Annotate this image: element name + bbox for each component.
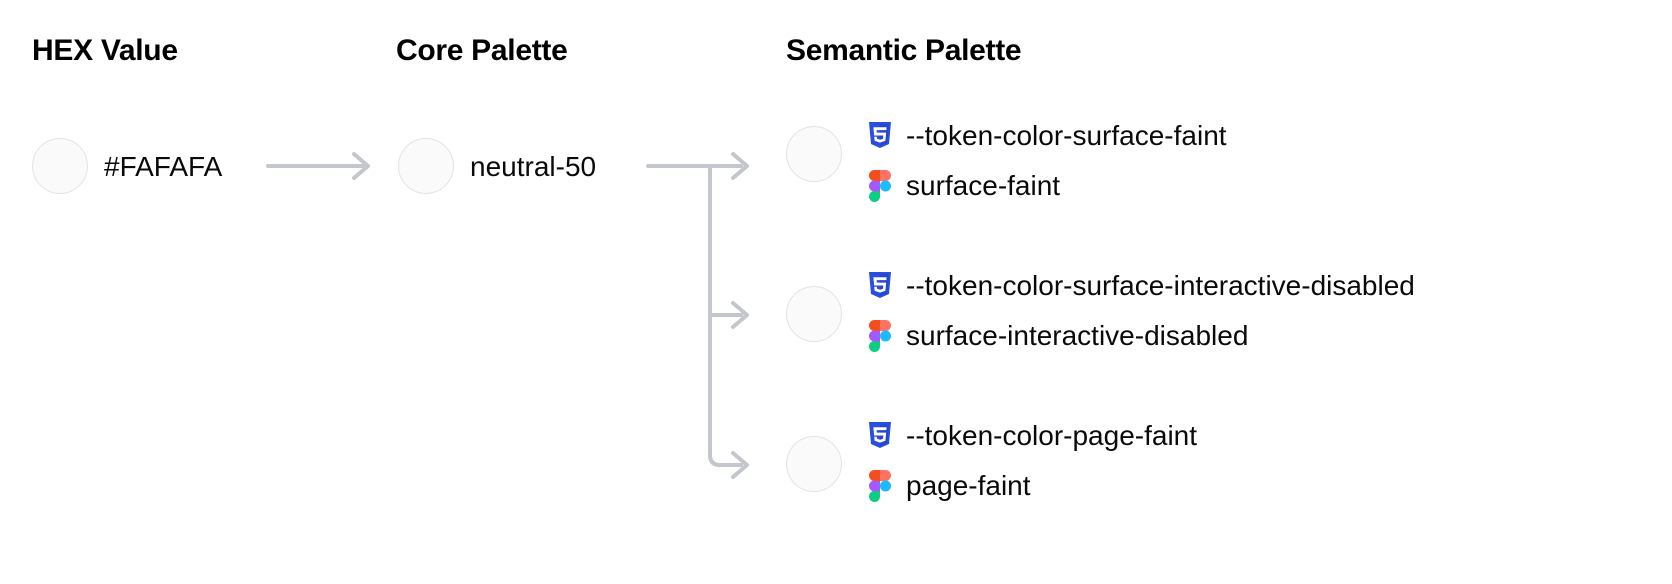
figma-name-line: page-faint [866, 467, 1197, 505]
swatch-semantic-2[interactable] [786, 436, 842, 492]
css-variable-line: --token-color-page-faint [866, 417, 1197, 455]
css-variable-name: --token-color-surface-faint [906, 120, 1227, 151]
css-variable-line: --token-color-surface-faint [866, 117, 1227, 155]
core-palette-label: neutral-50 [470, 151, 597, 182]
figma-token-name: page-faint [906, 470, 1031, 501]
column-heading-semantic-palette: Semantic Palette [786, 34, 1022, 67]
figma-token-name: surface-interactive-disabled [906, 320, 1249, 351]
css-variable-name: --token-color-surface-interactive-disabl… [906, 270, 1415, 301]
semantic-token-row: --token-color-surface-faint surface-fain… [866, 117, 1227, 205]
hex-value-label: #FAFAFA [104, 151, 223, 182]
figma-name-line: surface-faint [866, 167, 1227, 205]
swatch-hex-value[interactable] [32, 138, 88, 194]
css3-icon [866, 270, 894, 302]
semantic-token-row: --token-color-surface-interactive-disabl… [866, 267, 1415, 355]
figma-name-line: surface-interactive-disabled [866, 317, 1415, 355]
semantic-token-row: --token-color-page-faint page-faint [866, 417, 1197, 505]
column-heading-hex-value: HEX Value [32, 34, 178, 67]
css-variable-name: --token-color-page-faint [906, 420, 1198, 451]
figma-icon [866, 320, 894, 352]
figma-icon [866, 470, 894, 502]
css3-icon [866, 420, 894, 452]
css3-icon [866, 120, 894, 152]
figma-token-name: surface-faint [906, 170, 1061, 201]
column-heading-core-palette: Core Palette [396, 34, 568, 67]
figma-icon [866, 170, 894, 202]
css-variable-line: --token-color-surface-interactive-disabl… [866, 267, 1415, 305]
swatch-core-palette[interactable] [398, 138, 454, 194]
arrow-hex-to-core [266, 152, 370, 180]
swatch-semantic-0[interactable] [786, 126, 842, 182]
connector-core-to-semantic [646, 152, 749, 479]
swatch-semantic-1[interactable] [786, 286, 842, 342]
